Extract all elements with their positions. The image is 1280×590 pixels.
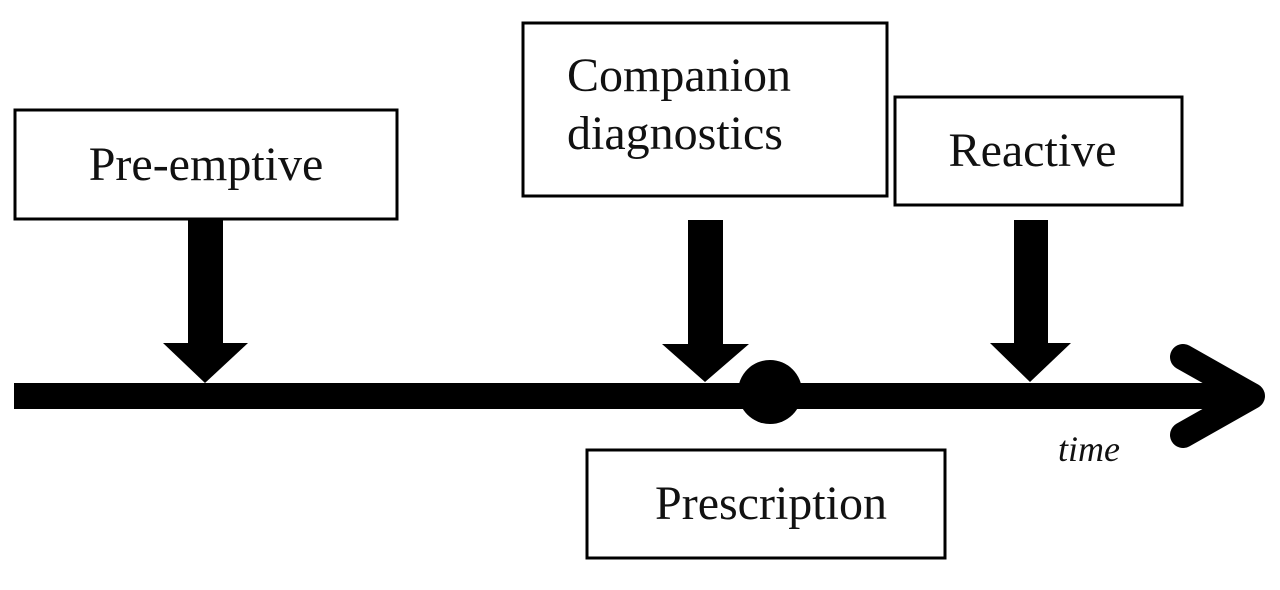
timeline-axis (14, 383, 1244, 409)
companion-text-line2: diagnostics (567, 106, 783, 160)
companion-down-arrow-icon (662, 220, 749, 382)
prescription-text: Prescription (655, 477, 887, 531)
timeline-arrowhead-icon (1170, 344, 1265, 448)
preemptive-label: Pre-emptive (15, 110, 397, 219)
prescription-point-marker (738, 360, 802, 424)
preemptive-box (13, 108, 399, 221)
companion-diagnostics-box (521, 21, 889, 198)
reactive-down-arrow-icon (990, 220, 1071, 382)
preemptive-text: Pre-emptive (88, 137, 324, 191)
prescription-box (585, 448, 947, 560)
reactive-box (893, 95, 1184, 207)
reactive-label: Reactive (895, 97, 1182, 205)
companion-diagnostics-label: Companion diagnostics (523, 23, 887, 196)
time-axis-label: time (1058, 429, 1120, 469)
preemptive-down-arrow-icon (163, 219, 248, 383)
reactive-text: Reactive (948, 124, 1117, 178)
companion-text-line1: Companion (567, 48, 791, 102)
prescription-label: Prescription (587, 450, 945, 558)
